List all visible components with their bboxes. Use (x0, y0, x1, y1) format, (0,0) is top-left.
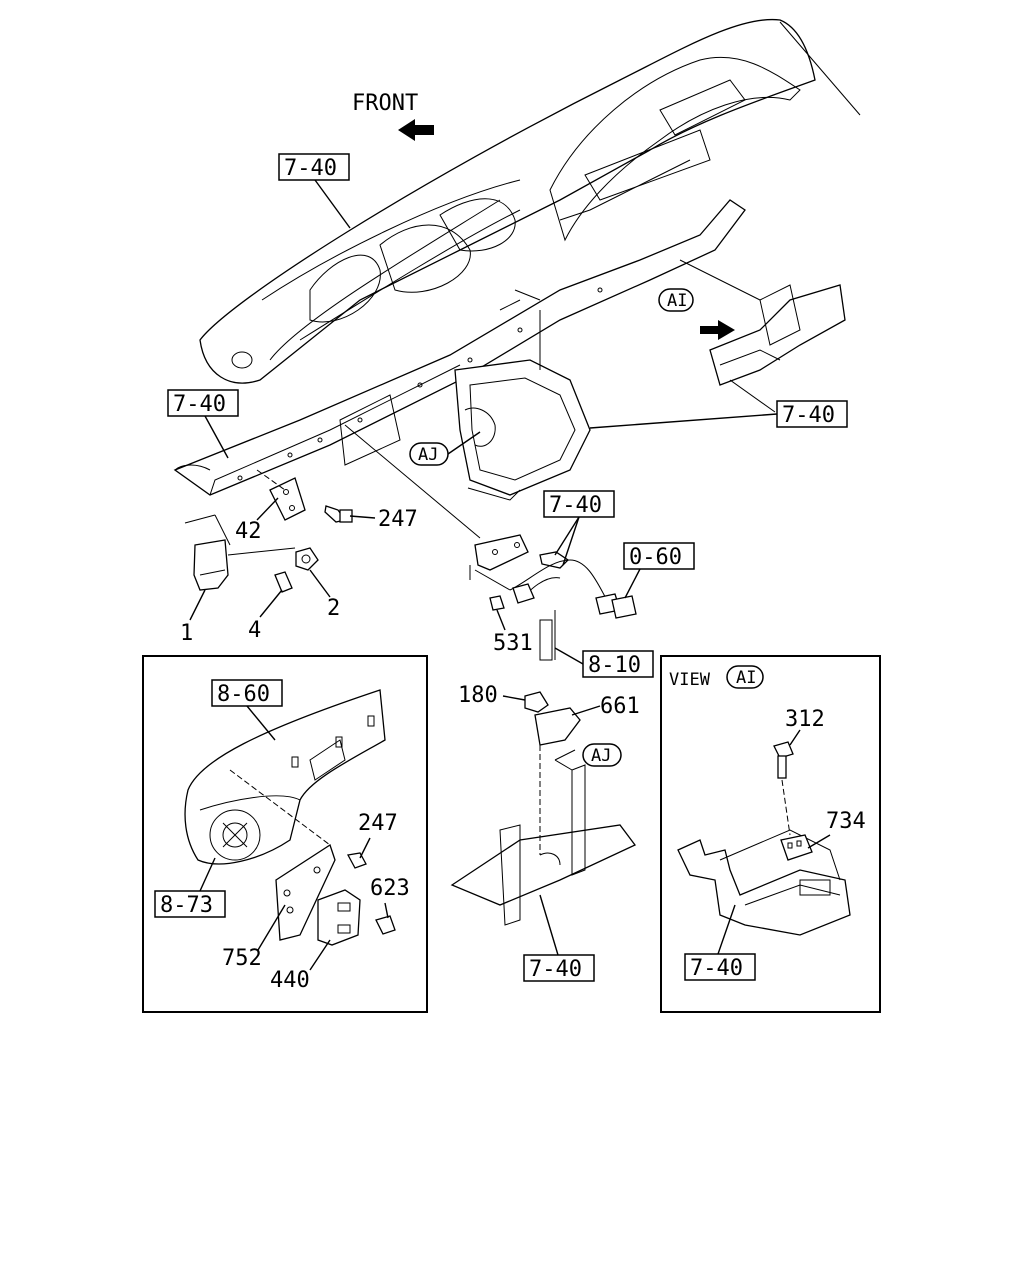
callout-aj-bottom-label: AJ (591, 746, 611, 766)
part-number-312: 312 (785, 707, 825, 732)
callout-ai-top: AI (658, 288, 735, 340)
callout-aj-label: AJ (418, 445, 438, 465)
part-number-661: 661 (600, 694, 640, 719)
callout-ai-label: AI (667, 291, 687, 311)
part-number-1: 1 (180, 621, 193, 646)
part-number-2: 2 (327, 596, 340, 621)
cross-member-frame (173, 199, 746, 496)
part-number-623: 623 (370, 876, 410, 901)
ref-7-40-right-label: 7-40 (782, 403, 835, 428)
middle-harness-parts: 7-40 0-60 8-10 531 (344, 424, 695, 678)
part-number-531: 531 (493, 631, 533, 656)
ref-8-60-label: 8-60 (217, 682, 270, 707)
instrument-panel (199, 18, 861, 384)
right-bracket (679, 259, 846, 413)
part-number-734: 734 (826, 809, 866, 834)
part-number-247-left: 247 (358, 811, 398, 836)
view-label: VIEW (669, 670, 711, 690)
detail-aj: 180 661 AJ 7-40 (450, 683, 640, 982)
ref-box-7-40-right: 7-40 (589, 400, 848, 429)
ref-7-40-mid-label: 7-40 (549, 493, 602, 518)
view-ai-callout-label: AI (736, 668, 756, 688)
part-number-247-top: 247 (378, 507, 418, 532)
inset-right-view-ai: VIEW AI 312 734 7-40 (660, 655, 881, 1013)
part-number-180: 180 (458, 683, 498, 708)
callout-aj-top: AJ (409, 431, 481, 466)
front-label: FRONT (352, 91, 418, 116)
front-direction: FRONT (352, 91, 434, 141)
view-direction-arrow-icon (700, 320, 735, 340)
ref-0-60-label: 0-60 (629, 545, 682, 570)
part-number-4: 4 (248, 618, 261, 643)
ref-7-40-top-label: 7-40 (284, 156, 337, 181)
part-number-440: 440 (270, 968, 310, 993)
front-arrow-icon (398, 119, 434, 141)
lower-left-parts: 42 247 1 2 4 (180, 469, 418, 646)
center-bracket (454, 310, 591, 501)
ref-8-73-label: 8-73 (160, 893, 213, 918)
ref-7-40-bottom-right-label: 7-40 (690, 956, 743, 981)
ref-8-10-label: 8-10 (588, 653, 641, 678)
ref-box-7-40-left: 7-40 (167, 389, 239, 459)
part-number-42: 42 (235, 519, 262, 544)
ref-box-7-40-top: 7-40 (278, 153, 351, 229)
ref-7-40-bottom-center-label: 7-40 (529, 957, 582, 982)
inset-left: 8-60 8-73 247 623 752 440 (142, 655, 428, 1013)
part-number-752: 752 (222, 946, 262, 971)
ref-7-40-left-label: 7-40 (173, 392, 226, 417)
